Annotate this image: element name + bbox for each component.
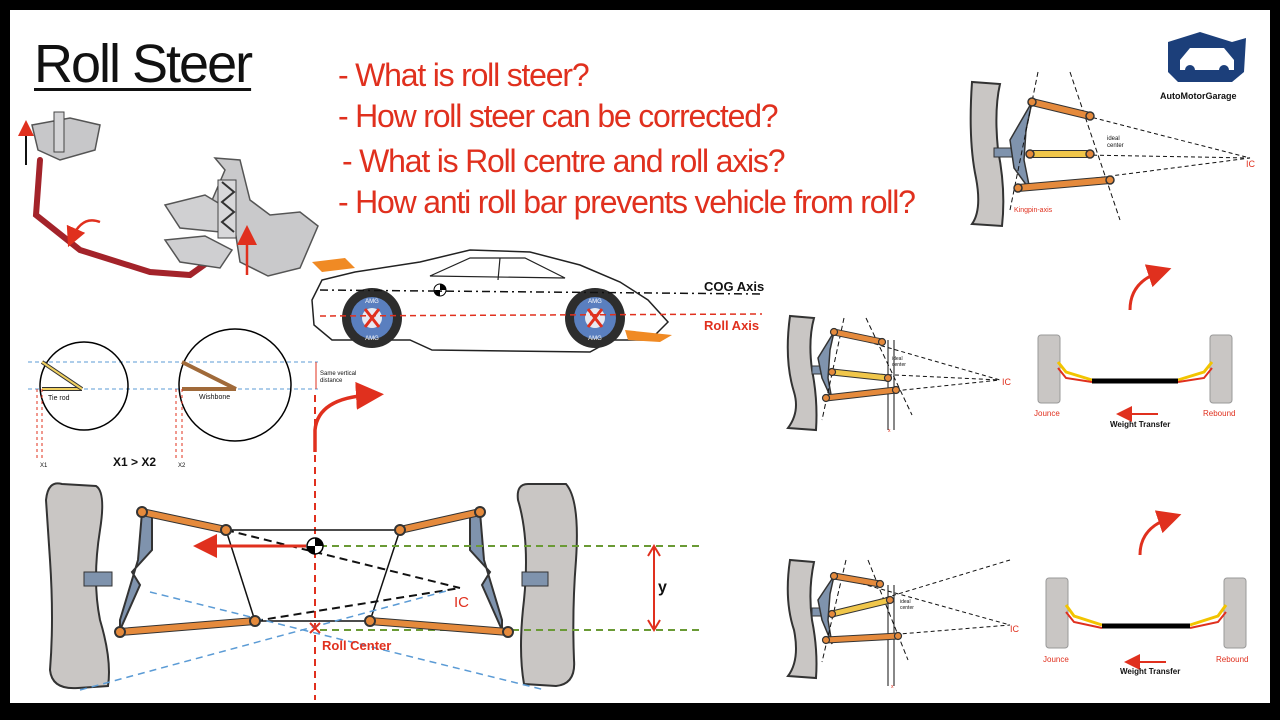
ic-label: IC [1010, 624, 1020, 634]
same-vertical-label: Same vertical [320, 371, 356, 377]
tie-rod-label: Tie rod [48, 395, 70, 402]
suspension-3d-sketch [18, 111, 319, 279]
weight-transfer-bottom: Jounce Rebound Weight Transfer [1043, 510, 1248, 676]
x2-label: X2 [178, 463, 186, 469]
roll-axis-label: Roll Axis [704, 318, 759, 333]
ic-label: IC [1246, 159, 1256, 169]
wheel-label-rear-bottom: AMG [588, 336, 602, 342]
ic-label: IC [1002, 377, 1012, 387]
wheel-label-front-bottom: AMG [365, 336, 379, 342]
ic-label: IC [454, 594, 469, 611]
x-label: x [888, 428, 891, 434]
bottom-knuckle-diagram: ideal center IC x [786, 558, 1020, 690]
jounce-label: Jounce [1034, 409, 1060, 418]
center-label: center [900, 605, 914, 611]
center-label: center [1107, 143, 1124, 149]
kingpin-axis-label: Kingpin-axis [1014, 207, 1053, 214]
x1-label: X1 [40, 463, 48, 469]
mid-knuckle-diagram: ideal center IC x [786, 314, 1012, 434]
rebound-label: Rebound [1216, 655, 1248, 664]
weight-transfer-label: Weight Transfer [1110, 420, 1170, 429]
x-label: x [891, 684, 894, 690]
wishbone-label: Wishbone [199, 394, 230, 401]
question-anti-roll-bar: - How anti roll bar prevents vehicle fro… [338, 184, 916, 220]
cog-axis-label: COG Axis [704, 279, 764, 294]
rebound-label: Rebound [1203, 409, 1235, 418]
weight-transfer-label: Weight Transfer [1120, 667, 1180, 676]
frame-bottom-band [0, 703, 1280, 720]
roll-center-label: Roll Center [322, 638, 391, 653]
question-what-is-roll-steer: - What is roll steer? [338, 57, 590, 93]
x1-greater-x2-label: X1 > X2 [113, 455, 156, 469]
ideal-label: ideal [900, 599, 911, 605]
center-label: center [892, 362, 906, 368]
geometry-circles: Tie rod Wishbone Same vertical distance … [28, 328, 356, 469]
wheel-label-front-top: AMG [365, 299, 379, 305]
question-roll-centre-axis: - What is Roll centre and roll axis? [342, 143, 786, 179]
ideal-label: ideal [1107, 136, 1120, 142]
car-side-view: AMG AMG AMG AMG COG Axis Roll Axis [311, 249, 764, 353]
weight-transfer-top: Jounce Rebound Weight Transfer [1034, 264, 1235, 429]
page-title: Roll Steer [34, 34, 253, 94]
top-right-knuckle-diagram: ideal center IC Kingpin-axis [969, 71, 1256, 228]
brand-name: AutoMotorGarage [1160, 91, 1237, 101]
wheel-label-rear-top: AMG [588, 299, 602, 305]
jounce-label: Jounce [1043, 655, 1069, 664]
y-dimension-label: y [658, 579, 667, 596]
main-suspension-diagram: IC Roll Center y [44, 381, 700, 700]
question-roll-steer-correction: - How roll steer can be corrected? [338, 98, 779, 134]
brand-logo-icon [1168, 32, 1246, 82]
distance-label: distance [320, 378, 343, 384]
ideal-label: ideal [892, 356, 903, 362]
